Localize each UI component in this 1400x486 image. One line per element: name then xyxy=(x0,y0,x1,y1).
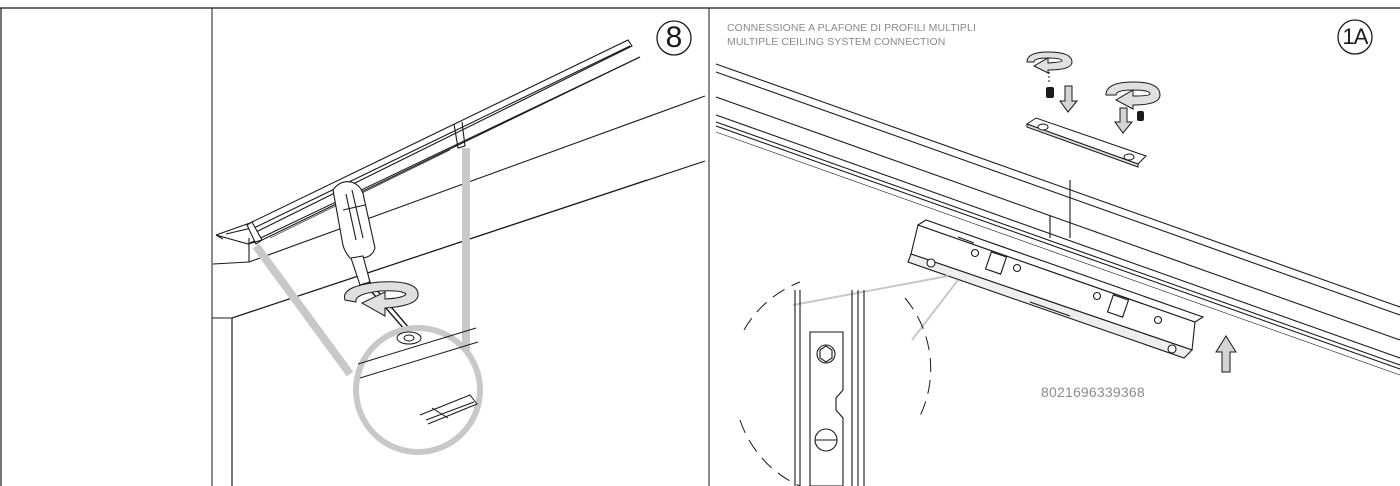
up-arrow-icon xyxy=(1215,335,1237,373)
panel-step-8 xyxy=(212,39,706,486)
connection-plate xyxy=(1025,117,1147,168)
magnified-detail xyxy=(357,327,479,425)
caption-english: MULTIPLE CEILING SYSTEM CONNECTION xyxy=(727,36,946,48)
page-frame xyxy=(0,7,1400,486)
step-number-8: 8 xyxy=(655,20,693,56)
step-circle-icon xyxy=(656,20,692,56)
product-code: 8021696339368 xyxy=(1041,384,1145,400)
step-circle-icon xyxy=(1337,19,1373,55)
magnifier-callout xyxy=(739,275,959,486)
led-profile xyxy=(215,39,641,245)
track-adapter xyxy=(907,219,1205,359)
track-profile xyxy=(715,63,1400,376)
magnified-adapter-detail xyxy=(794,290,865,486)
caption-italian: CONNESSIONE A PLAFONE DI PROFILI MULTIPL… xyxy=(727,22,976,34)
down-arrow-icon xyxy=(1059,85,1134,134)
rotation-arrow-icon xyxy=(1026,51,1161,110)
rotation-arrow-icon xyxy=(343,281,419,317)
magnifier-callout xyxy=(252,148,483,455)
step-number-1a: 1A xyxy=(1330,19,1380,55)
step-number-label: 1A xyxy=(1342,24,1369,49)
step-number-label: 8 xyxy=(665,21,683,54)
panel-step-1a xyxy=(715,51,1400,486)
grub-screw-icon xyxy=(1046,87,1144,121)
